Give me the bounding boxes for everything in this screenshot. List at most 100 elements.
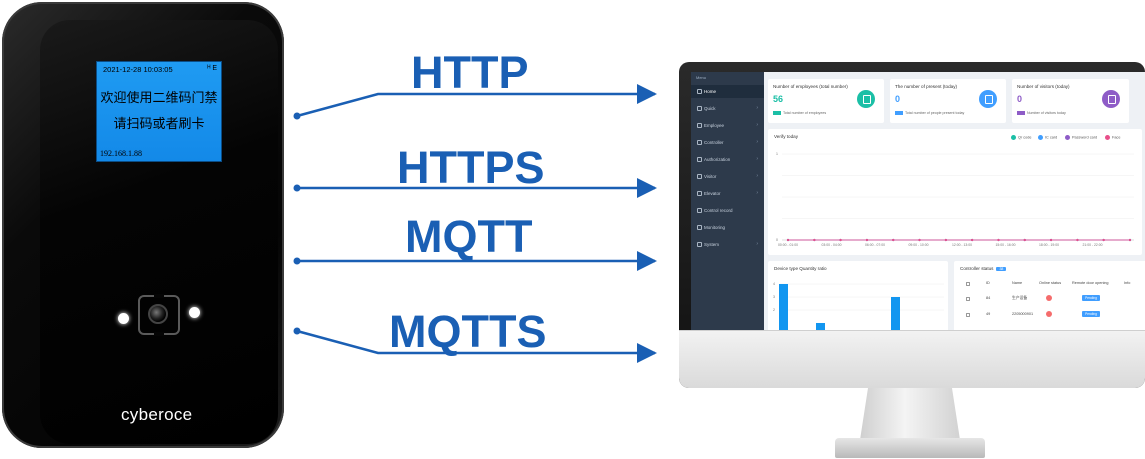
arrow-https: [293, 178, 657, 198]
remote-open-button[interactable]: Pending: [1082, 295, 1100, 301]
legend-dot-icon: [1105, 135, 1110, 140]
legend-dot-icon: [1011, 135, 1016, 140]
y-tick-label: 4: [773, 282, 775, 286]
stat-subtitle: Total number of employees: [773, 111, 826, 116]
controller-count-badge: 38: [996, 267, 1007, 271]
arrow-mqtts: [293, 327, 657, 363]
stat-value: 0: [895, 94, 901, 104]
stat-card-visitors: Number of visitors (today) 0 Number of v…: [1012, 79, 1129, 123]
sidebar-item-label: Elevator: [704, 191, 721, 196]
remote-open-button[interactable]: Pending: [1082, 311, 1100, 317]
data-point: [892, 238, 895, 242]
gear-icon: [697, 242, 702, 247]
data-point: [1076, 238, 1079, 242]
data-point: [997, 238, 1000, 242]
legend-item-ic-card[interactable]: IC card: [1038, 135, 1057, 140]
device-screen-time: 2021-12-28 10:03:05: [103, 65, 173, 74]
data-point: [813, 238, 816, 242]
bar: [779, 284, 788, 330]
qr-scanner-frame: [138, 294, 180, 336]
chevron-icon: ›: [756, 241, 758, 247]
sidebar-item-home[interactable]: Home: [691, 85, 764, 98]
stat-subtitle: Total number of people present today: [895, 111, 964, 116]
verify-today-panel: Verify today Qr code IC card Password card…: [768, 129, 1142, 255]
sidebar-item-label: Controller: [704, 140, 724, 145]
panel-title: Verify today: [774, 134, 799, 139]
chevron-icon: ›: [756, 156, 758, 162]
offline-status-icon: [1046, 295, 1052, 301]
protocol-label-mqtts: MQTTS: [389, 306, 547, 357]
sidebar-item-authorization[interactable]: Authorization ›: [691, 153, 764, 166]
table-header: Online status: [1039, 281, 1062, 285]
data-point: [1102, 238, 1105, 242]
row-checkbox[interactable]: [966, 297, 970, 301]
legend-item-face[interactable]: Face: [1105, 135, 1120, 140]
legend-dot-icon: [1065, 135, 1070, 140]
legend-dot-icon: [1038, 135, 1043, 140]
stat-value: 0: [1017, 94, 1023, 104]
monitor-stand-neck: [860, 388, 960, 440]
sidebar-item-quick[interactable]: Quick›: [691, 102, 764, 115]
send-icon: [697, 106, 702, 111]
row-checkbox[interactable]: [966, 282, 970, 286]
sidebar-item-label: Authorization: [704, 157, 731, 162]
sidebar-item-employee[interactable]: Employee›: [691, 119, 764, 132]
data-point: [971, 238, 974, 242]
protocol-label-https: HTTPS: [397, 142, 545, 193]
sidebar-item-visitor[interactable]: Visitor›: [691, 170, 764, 183]
monitor-stand-base: [835, 438, 985, 458]
record-icon: [697, 208, 702, 213]
protocol-label-http: HTTP: [411, 47, 529, 98]
sidebar-item-system[interactable]: System ›: [691, 238, 764, 251]
device-ip-address: 192.168.1.88: [100, 149, 142, 158]
stat-card-present: The number of present (today) 0 Total nu…: [890, 79, 1006, 123]
data-point: [839, 238, 842, 242]
y-tick-label: 1: [776, 152, 778, 156]
stat-title: The number of present (today): [895, 84, 958, 89]
monitor-icon: [697, 225, 702, 230]
row-checkbox[interactable]: [966, 313, 970, 317]
camera-lens-icon: [148, 304, 168, 324]
legend-item-qr-code[interactable]: Qr code: [1011, 135, 1032, 140]
sidebar-item-control-record[interactable]: Control record: [691, 204, 764, 217]
chevron-icon: ›: [756, 139, 758, 145]
card-icon: [979, 90, 997, 108]
data-point: [786, 238, 790, 242]
bar: [891, 297, 900, 330]
sidebar-item-label: Quick: [704, 106, 716, 111]
lock-icon: [697, 157, 702, 162]
verify-line-chart: 10: [776, 152, 1134, 242]
data-point: [1023, 238, 1026, 242]
x-tick-label: 12:00 - 13:00: [952, 243, 972, 247]
arrow-http: [293, 84, 657, 120]
elevator-icon: [697, 191, 702, 196]
device-icon: [697, 140, 702, 145]
panel-title: Device type Quantity ratio: [774, 266, 827, 271]
table-cell-id: 49: [986, 312, 991, 316]
y-tick-label: 0: [776, 238, 778, 242]
sidebar-item-controller[interactable]: Controller ›: [691, 136, 764, 149]
sidebar-item-label: System: [704, 242, 720, 247]
home-icon: [697, 89, 702, 94]
sidebar-item-elevator[interactable]: Elevator›: [691, 187, 764, 200]
sidebar-item-monitoring[interactable]: Monitoring: [691, 221, 764, 234]
sidebar-item-label: Visitor: [704, 174, 717, 179]
x-tick-label: 06:00 - 07:00: [865, 243, 885, 247]
table-cell-id: 84: [986, 296, 991, 300]
monitor-chin: [679, 330, 1145, 388]
y-tick-label: 3: [773, 295, 775, 299]
table-header: Name: [1012, 281, 1023, 285]
data-point: [865, 238, 869, 242]
offline-status-icon: [1046, 311, 1052, 317]
data-point: [1049, 238, 1053, 242]
table-header: Remote door opening: [1072, 281, 1109, 285]
legend-item-password-card[interactable]: Password card: [1065, 135, 1097, 140]
visitor-icon: [1102, 90, 1120, 108]
table-header: ID: [986, 281, 990, 285]
stat-value: 56: [773, 94, 784, 104]
device-welcome-text: 欢迎使用二维码门禁: [100, 91, 218, 106]
signal-icon: ᴴ E: [207, 65, 217, 72]
